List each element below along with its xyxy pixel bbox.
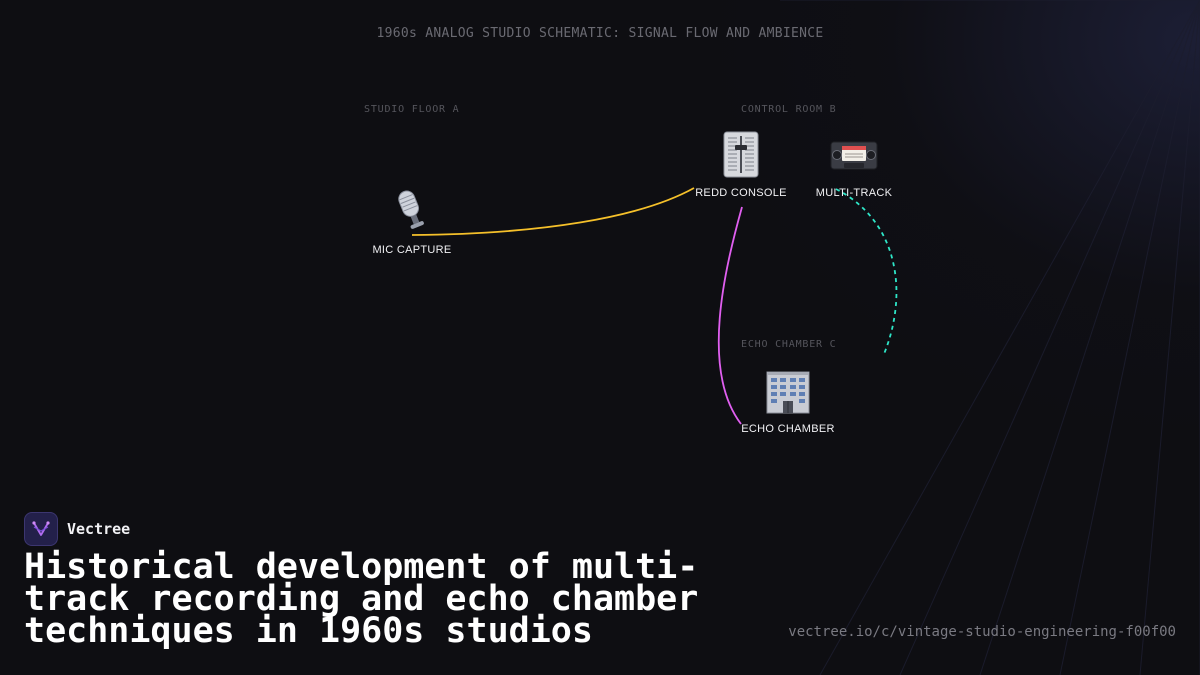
node-echo-chamber[interactable]: ECHO CHAMBER bbox=[728, 365, 848, 435]
node-label-redd-console: REDD CONSOLE bbox=[695, 187, 787, 199]
node-redd-console[interactable]: REDD CONSOLE bbox=[681, 129, 801, 199]
diagram-title: 1960s ANALOG STUDIO SCHEMATIC: SIGNAL FL… bbox=[376, 26, 824, 41]
zone-label-echo-chamber: ECHO CHAMBER C bbox=[741, 339, 837, 350]
edge-mic-to-console bbox=[411, 187, 695, 236]
node-label-mic-capture: MIC CAPTURE bbox=[372, 244, 452, 256]
page-headline: Historical development of multi-track re… bbox=[24, 547, 699, 651]
brand-name: Vectree bbox=[67, 520, 131, 538]
node-label-echo-chamber: ECHO CHAMBER bbox=[741, 423, 835, 435]
tape-cassette-icon bbox=[794, 129, 914, 181]
vectree-logo-icon bbox=[24, 512, 58, 546]
zone-label-control-room: CONTROL ROOM B bbox=[741, 104, 837, 115]
edge-console-to-echo bbox=[717, 206, 743, 425]
mixing-fader-icon bbox=[681, 129, 801, 181]
brand[interactable]: Vectree bbox=[24, 512, 130, 546]
edge-multitrack-to-echo bbox=[835, 188, 898, 355]
building-icon bbox=[728, 365, 848, 417]
microphone-icon bbox=[352, 186, 472, 238]
node-mic-capture[interactable]: MIC CAPTURE bbox=[352, 186, 472, 256]
source-url[interactable]: vectree.io/c/vintage-studio-engineering-… bbox=[788, 624, 1176, 640]
node-label-multi-track: MULTI-TRACK bbox=[815, 187, 893, 199]
zone-label-studio-floor: STUDIO FLOOR A bbox=[364, 104, 460, 115]
node-multi-track[interactable]: MULTI-TRACK bbox=[794, 129, 914, 199]
